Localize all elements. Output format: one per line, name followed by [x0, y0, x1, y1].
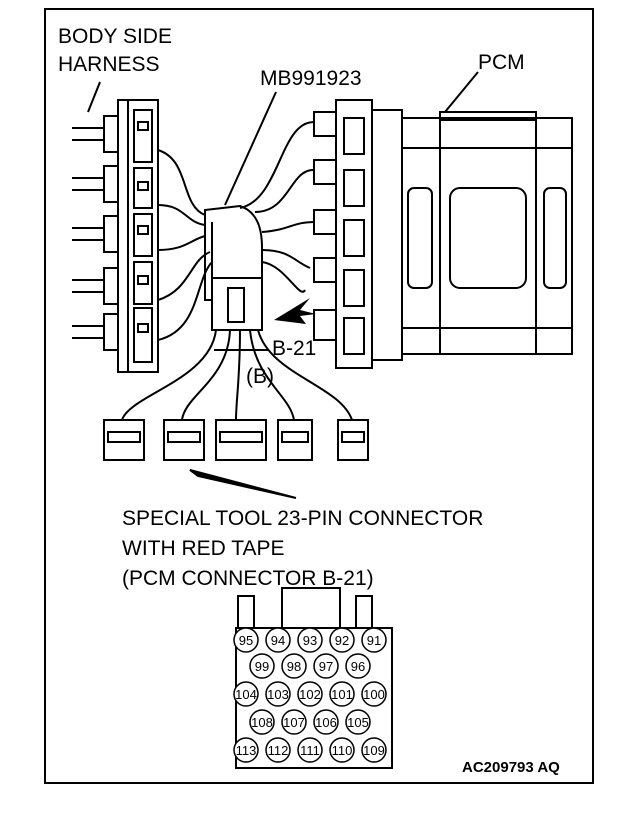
pin-111	[297, 737, 323, 763]
body-side-connectors	[103, 99, 159, 373]
harness-label-1: BODY SIDE	[58, 25, 172, 48]
caption-line-1: SPECIAL TOOL 23-PIN CONNECTOR	[122, 507, 484, 530]
pin-104	[233, 681, 259, 707]
pcm-label: PCM	[478, 51, 525, 74]
pin-100	[361, 681, 387, 707]
caption-line-2: WITH RED TAPE	[122, 537, 285, 560]
pin-label: 113	[236, 743, 257, 758]
pin-101	[329, 681, 355, 707]
special-tool-connectors	[103, 419, 369, 461]
pin-113	[233, 737, 259, 763]
pin-label: 92	[335, 633, 349, 648]
pin-label: 104	[235, 687, 257, 702]
tool-label: MB991923	[260, 67, 362, 90]
harness-label-2: HARNESS	[58, 53, 160, 76]
pin-label: 98	[287, 659, 301, 674]
left-wires	[157, 149, 213, 341]
pin-label: 108	[251, 715, 273, 730]
pin-label: 102	[299, 687, 321, 702]
pin-label: 97	[319, 659, 333, 674]
pin-label: 112	[268, 743, 289, 758]
pin-label: 106	[315, 715, 337, 730]
pin-106	[313, 709, 339, 735]
caption-line-3: (PCM CONNECTOR B-21)	[122, 567, 374, 590]
pin-label: 95	[239, 633, 253, 648]
pin-94	[265, 627, 291, 653]
diagram-frame	[44, 8, 594, 784]
pin-91	[361, 627, 387, 653]
pin-92	[329, 627, 355, 653]
pin-label: 96	[351, 659, 365, 674]
body-harness-cables	[72, 127, 104, 339]
pin-96	[345, 653, 371, 679]
pin-label: 110	[332, 743, 353, 758]
pin-label: 94	[271, 633, 285, 648]
pin-99	[249, 653, 275, 679]
pin-105	[345, 709, 371, 735]
pin-label: 100	[363, 687, 385, 702]
pin-110	[329, 737, 355, 763]
pin-103	[265, 681, 291, 707]
right-wires	[239, 120, 316, 293]
pcm-unit	[371, 109, 573, 361]
pin-107	[281, 709, 307, 735]
pin-label: 99	[255, 659, 269, 674]
pin-108	[249, 709, 275, 735]
pin-98	[281, 653, 307, 679]
connector-letter: (B)	[246, 365, 274, 388]
pin-label: 107	[283, 715, 305, 730]
pin-109	[361, 737, 387, 763]
pin-93	[297, 627, 323, 653]
pin-95	[233, 627, 259, 653]
pin-label: 101	[331, 687, 353, 702]
pin-label: 93	[303, 633, 317, 648]
figure-code: AC209793 AQ	[462, 759, 560, 776]
pin-label: 109	[363, 743, 385, 758]
pin-label: 103	[267, 687, 289, 702]
pointer-icon	[189, 469, 297, 499]
pin-label: 111	[300, 743, 320, 758]
connector-id: B-21	[272, 337, 317, 360]
arrow-icon	[274, 298, 316, 324]
lower-wires	[121, 329, 353, 421]
pin-97	[313, 653, 339, 679]
pin-112	[265, 737, 291, 763]
pin-102	[297, 681, 323, 707]
pin-label: 105	[347, 715, 369, 730]
pin-label: 91	[367, 633, 381, 648]
